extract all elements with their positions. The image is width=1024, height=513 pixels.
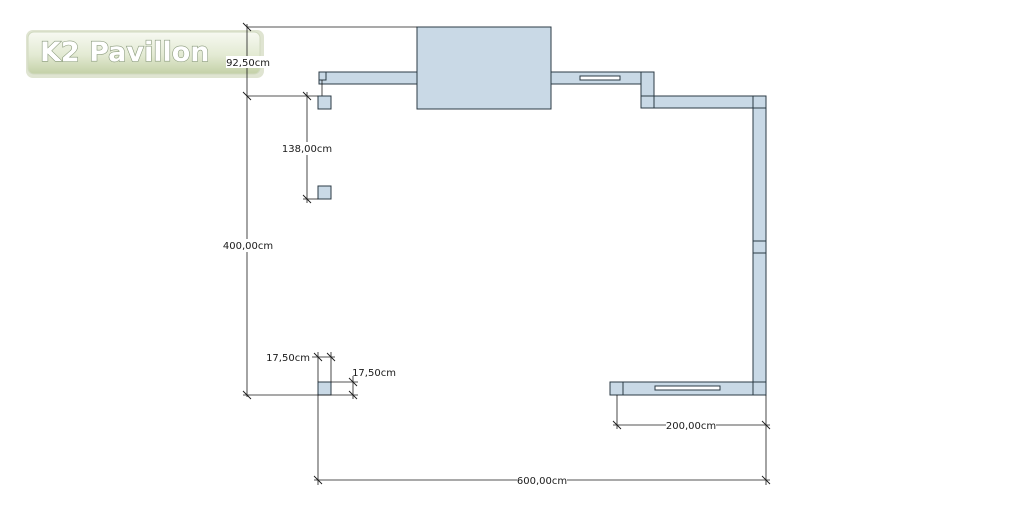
dimension-top-offset-label: 92,50cm	[226, 58, 270, 69]
bottom-wall	[609, 381, 767, 396]
posts	[317, 71, 332, 396]
logo-text: K2 Pavillon	[40, 37, 210, 68]
bottom-right-corner	[752, 381, 767, 396]
dimension-top-offset: 92,50cm	[226, 56, 318, 101]
top-left-wall-segment	[318, 71, 418, 85]
bottom-wall-slot	[654, 385, 721, 391]
dimension-upper-post-gap-label: 138,00cm	[282, 144, 332, 155]
post-middle-left	[317, 185, 332, 200]
step-corner	[640, 95, 655, 109]
dimension-total-depth: 400,00cm	[222, 22, 417, 400]
dimension-total-depth-label: 400,00cm	[223, 241, 273, 252]
central-block	[416, 26, 552, 110]
dimension-post-width-h: 17,50cm	[266, 352, 336, 382]
dimension-post-width-v: 17,50cm	[331, 368, 396, 400]
post-top-left	[317, 95, 332, 110]
logo: K2 Pavillon	[26, 30, 264, 78]
post-connector	[318, 71, 327, 81]
dimension-post-width-h-label: 17,50cm	[266, 353, 310, 364]
back-wall	[318, 26, 767, 110]
upper-right-wall	[640, 95, 767, 109]
post-bottom-left	[317, 381, 332, 396]
dimension-total-width-label: 600,00cm	[517, 476, 567, 487]
bottom-left-end	[609, 381, 624, 396]
dimension-total-width: 600,00cm	[313, 395, 771, 487]
dimension-upper-post-gap: 138,00cm	[282, 91, 332, 204]
top-wall-slot	[579, 75, 621, 81]
right-wall-lower	[752, 252, 767, 383]
dimension-side-return: 200,00cm	[612, 395, 771, 432]
right-wall-upper	[752, 107, 767, 242]
dimension-post-width-v-label: 17,50cm	[352, 368, 396, 379]
right-wall	[752, 107, 767, 383]
dimension-side-return-label: 200,00cm	[666, 421, 716, 432]
upper-right-corner	[752, 95, 767, 109]
right-wall-joint	[752, 240, 767, 254]
